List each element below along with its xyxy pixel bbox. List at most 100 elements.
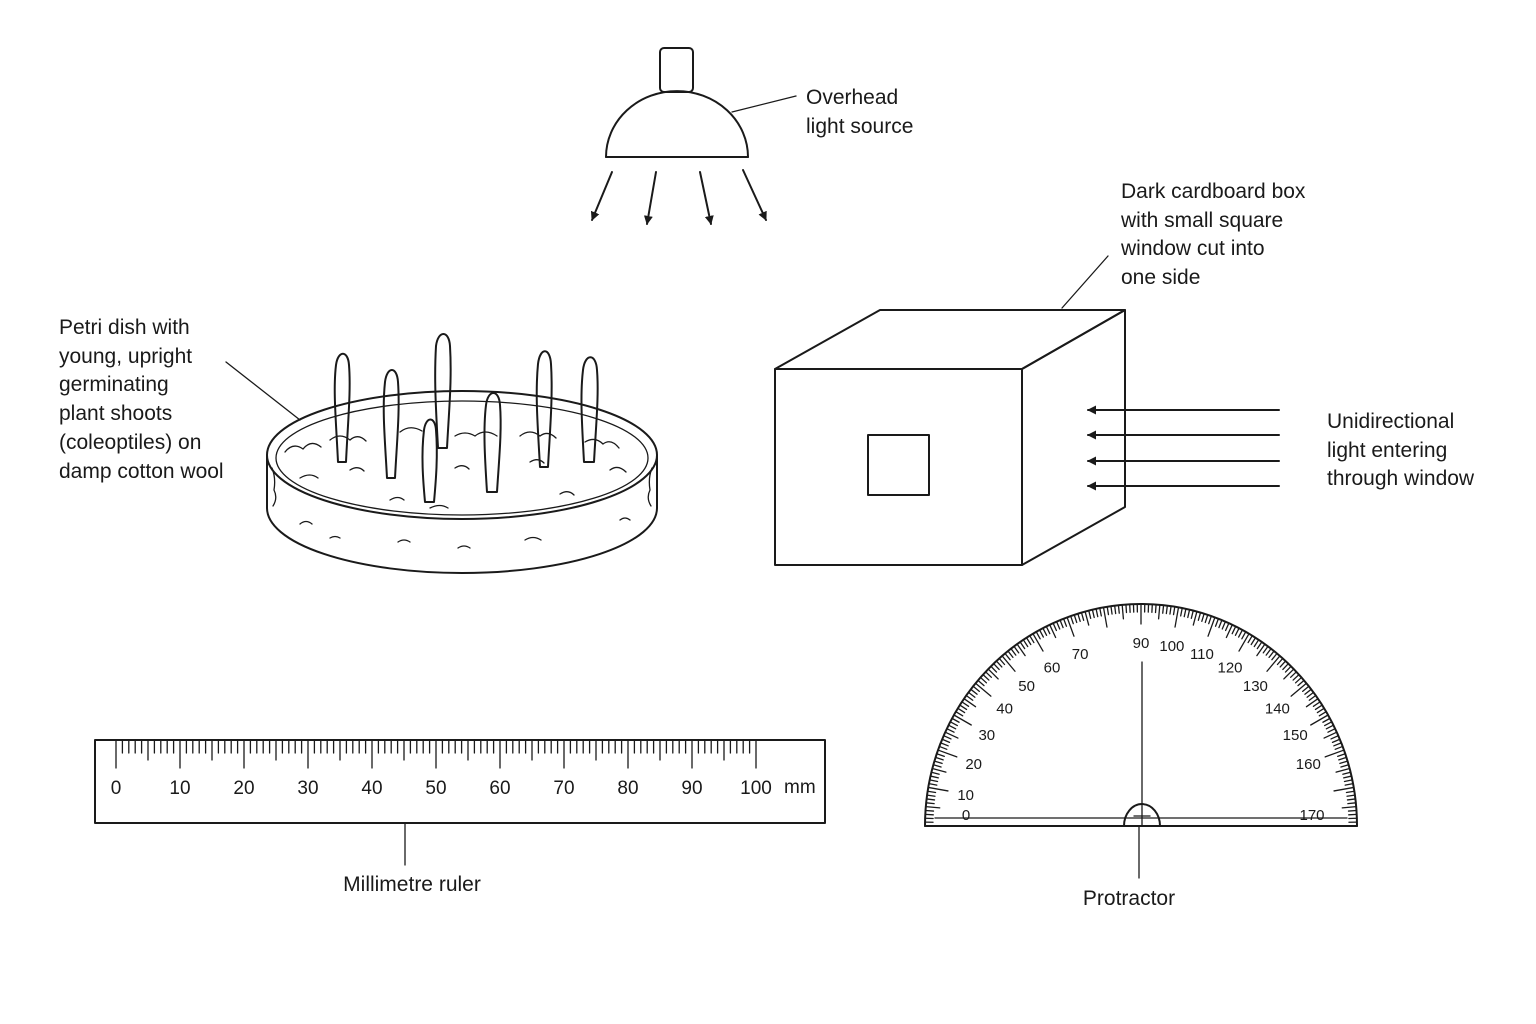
protractor-tick bbox=[933, 760, 943, 765]
protractor-tick bbox=[967, 691, 976, 698]
box-leader-line bbox=[1061, 255, 1109, 309]
protractor-tick bbox=[944, 731, 959, 739]
protractor-tick bbox=[977, 679, 985, 687]
protractor-tick bbox=[1029, 635, 1035, 644]
protractor-tick bbox=[925, 802, 935, 805]
light-label-line2: light entering bbox=[1327, 439, 1447, 462]
dish-label-line4: plant shoots bbox=[59, 402, 172, 425]
lamp-icon bbox=[605, 47, 749, 158]
protractor-tick bbox=[1192, 610, 1198, 626]
protractor-tick bbox=[1091, 609, 1095, 619]
protractor-tick bbox=[1333, 786, 1355, 792]
protractor-tick bbox=[1334, 745, 1344, 750]
dish-label-line1: Petri dish with bbox=[59, 316, 190, 339]
protractor-tick bbox=[1052, 622, 1058, 632]
protractor-label-70: 70 bbox=[1072, 646, 1089, 663]
protractor-tick bbox=[1305, 698, 1319, 708]
lamp-leader-line bbox=[731, 95, 797, 113]
protractor-tick bbox=[1282, 662, 1289, 671]
protractor-tick bbox=[1284, 665, 1292, 673]
protractor-tick bbox=[1338, 756, 1348, 761]
protractor-tick bbox=[1347, 802, 1357, 805]
protractor-tick bbox=[1340, 764, 1350, 768]
protractor-tick bbox=[1218, 619, 1223, 629]
protractor-ticks bbox=[924, 603, 1358, 827]
box-label-line4: one side bbox=[1121, 266, 1200, 289]
protractor-tick bbox=[940, 742, 949, 747]
protractor-tick bbox=[995, 660, 1003, 668]
protractor-tick bbox=[1306, 691, 1315, 698]
protractor-tick bbox=[961, 701, 970, 707]
protractor-tick bbox=[938, 745, 948, 750]
protractor-tick bbox=[1066, 616, 1075, 637]
ruler-label: Millimetre ruler bbox=[343, 873, 481, 896]
protractor-tick bbox=[1294, 676, 1303, 684]
protractor-tick bbox=[1214, 618, 1220, 627]
protractor-tick bbox=[990, 665, 998, 673]
protractor-tick bbox=[941, 738, 951, 744]
dish-label-line3: germinating bbox=[59, 373, 169, 396]
protractor-tick bbox=[1304, 688, 1312, 695]
protractor-tick bbox=[1331, 738, 1341, 744]
protractor-tick bbox=[974, 682, 992, 697]
protractor-tick bbox=[1004, 652, 1011, 661]
protractor-tick bbox=[1271, 652, 1278, 661]
ruler-ticks bbox=[115, 739, 757, 769]
protractor-tick bbox=[1292, 673, 1300, 681]
protractor-tick bbox=[1174, 606, 1180, 628]
protractor-tick bbox=[925, 806, 941, 809]
ruler-tick-label-60: 60 bbox=[489, 778, 510, 799]
protractor-label-0: 0 bbox=[962, 807, 970, 824]
protractor-tick bbox=[1339, 760, 1349, 765]
lamp-label-line2: light source bbox=[806, 115, 913, 138]
dish-leader-line bbox=[225, 361, 301, 421]
protractor-tick bbox=[1169, 605, 1172, 615]
protractor-tick bbox=[1343, 775, 1353, 779]
protractor-tick bbox=[1088, 609, 1092, 620]
protractor-tick bbox=[1308, 694, 1317, 701]
protractor-tick bbox=[1253, 639, 1260, 648]
protractor-tick bbox=[1099, 607, 1102, 617]
protractor-tick bbox=[1256, 643, 1266, 657]
protractor-label-170: 170 bbox=[1299, 807, 1324, 824]
protractor-tick bbox=[1157, 604, 1161, 620]
protractor-tick bbox=[1330, 735, 1339, 740]
protractor-tick bbox=[1323, 731, 1338, 739]
protractor-tick bbox=[1001, 655, 1016, 672]
ruler-tick-label-90: 90 bbox=[681, 778, 702, 799]
ruler-tick-label-100: 100 bbox=[740, 778, 772, 799]
protractor-tick bbox=[1032, 633, 1044, 652]
box-label-line1: Dark cardboard box bbox=[1121, 180, 1306, 203]
protractor-tick bbox=[1289, 671, 1298, 678]
protractor-tick bbox=[924, 809, 935, 812]
ruler-tick-label-70: 70 bbox=[553, 778, 574, 799]
protractor-tick bbox=[934, 756, 944, 761]
cardboard-box-icon bbox=[774, 309, 1126, 566]
protractor-tick bbox=[1208, 615, 1212, 625]
protractor-tick bbox=[984, 671, 993, 678]
protractor-tick bbox=[931, 767, 947, 773]
lamp-light-rays bbox=[590, 169, 767, 225]
protractor-tick bbox=[1080, 611, 1085, 621]
protractor-tick bbox=[1318, 711, 1327, 717]
protractor-tick bbox=[1007, 650, 1014, 659]
protractor-tick bbox=[1290, 682, 1308, 697]
protractor-tick bbox=[1077, 613, 1081, 623]
protractor-label-40: 40 bbox=[996, 701, 1013, 718]
protractor-label-130: 130 bbox=[1243, 678, 1268, 695]
protractor-tick bbox=[982, 673, 990, 681]
protractor-tick bbox=[1301, 685, 1310, 692]
protractor-tick bbox=[1114, 605, 1117, 615]
protractor-label-60: 60 bbox=[1044, 660, 1061, 677]
protractor-tick bbox=[1183, 608, 1187, 618]
protractor-tick bbox=[1225, 624, 1233, 639]
protractor-tick bbox=[1059, 619, 1064, 629]
protractor-tick bbox=[1276, 657, 1284, 666]
protractor-tick bbox=[1121, 604, 1125, 620]
protractor-tick bbox=[1310, 714, 1329, 726]
ruler-icon: 0 10 20 30 40 50 60 70 80 90 100 mm bbox=[94, 739, 826, 824]
protractor-tick bbox=[1062, 618, 1068, 627]
protractor-tick bbox=[1344, 782, 1354, 786]
protractor-label: Protractor bbox=[1083, 887, 1175, 910]
protractor-tick bbox=[1172, 606, 1176, 616]
